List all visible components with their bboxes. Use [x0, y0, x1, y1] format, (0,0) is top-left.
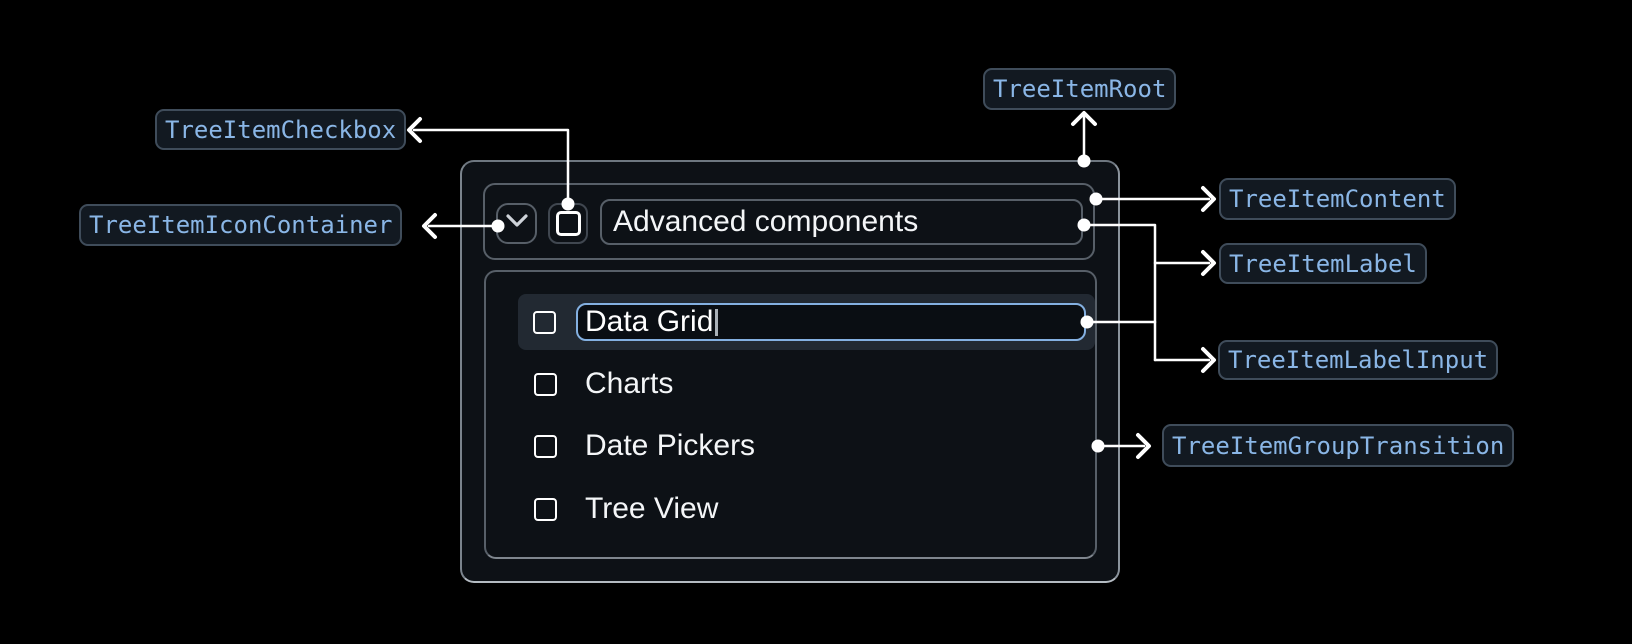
- badge-text: TreeItemCheckbox: [165, 115, 397, 144]
- badge-tree-item-label-input: TreeItemLabelInput: [1218, 340, 1499, 380]
- badge-text: TreeItemRoot: [993, 75, 1167, 103]
- label-input-value: Data Grid: [585, 305, 714, 338]
- tree-item-label: Date Pickers: [585, 429, 756, 462]
- badge-tree-item-group-transition: TreeItemGroupTransition: [1162, 424, 1515, 467]
- badge-tree-item-root: TreeItemRoot: [983, 68, 1177, 110]
- arrowhead-left: [422, 213, 437, 239]
- badge-tree-item-content: TreeItemContent: [1219, 178, 1456, 220]
- arrowhead-up: [1071, 111, 1097, 126]
- badge-text: TreeItemLabelInput: [1228, 346, 1489, 374]
- checkbox-unchecked-icon: [555, 211, 581, 236]
- tree-row-date-pickers[interactable]: Date Pickers: [518, 426, 1097, 466]
- parent-item-label: Advanced components: [613, 205, 919, 238]
- tree-item-label: Charts: [585, 367, 674, 400]
- checkbox-unchecked-icon[interactable]: [533, 311, 556, 334]
- badge-tree-item-checkbox: TreeItemCheckbox: [155, 109, 407, 150]
- badge-text: TreeItemLabel: [1229, 249, 1417, 278]
- checkbox-unchecked-icon[interactable]: [534, 372, 557, 396]
- checkbox-unchecked-icon[interactable]: [534, 434, 557, 458]
- checkbox-unchecked-icon[interactable]: [534, 497, 557, 521]
- badge-tree-item-label: TreeItemLabel: [1219, 243, 1427, 284]
- tree-row-tree-view[interactable]: Tree View: [518, 489, 1097, 529]
- badge-text: TreeItemContent: [1229, 185, 1446, 213]
- tree-item-label: Tree View: [585, 492, 719, 525]
- tree-item-content[interactable]: [483, 183, 1095, 260]
- tree-row-data-grid[interactable]: Data Grid: [518, 294, 1095, 350]
- tree-item-icon-container[interactable]: [496, 203, 537, 244]
- badge-text: TreeItemIconContainer: [89, 211, 393, 239]
- tree-item-root: [460, 160, 1120, 583]
- arrowhead-right: [1201, 347, 1216, 373]
- badge-tree-item-icon-container: TreeItemIconContainer: [79, 204, 403, 246]
- tree-item-group-transition: [484, 270, 1097, 559]
- chevron-down-icon: [505, 214, 528, 233]
- tree-item-label: Advanced components: [600, 199, 1083, 245]
- tree-row-charts[interactable]: Charts: [518, 364, 1097, 404]
- arrowhead-right: [1136, 433, 1151, 459]
- tree-item-label-input[interactable]: Data Grid: [576, 303, 1086, 341]
- arrowhead-left: [407, 117, 422, 143]
- badge-text: TreeItemGroupTransition: [1172, 431, 1505, 460]
- text-caret: [715, 308, 719, 336]
- arrowhead-right: [1201, 186, 1216, 212]
- tree-item-checkbox[interactable]: [548, 203, 588, 244]
- arrowhead-right: [1201, 250, 1216, 276]
